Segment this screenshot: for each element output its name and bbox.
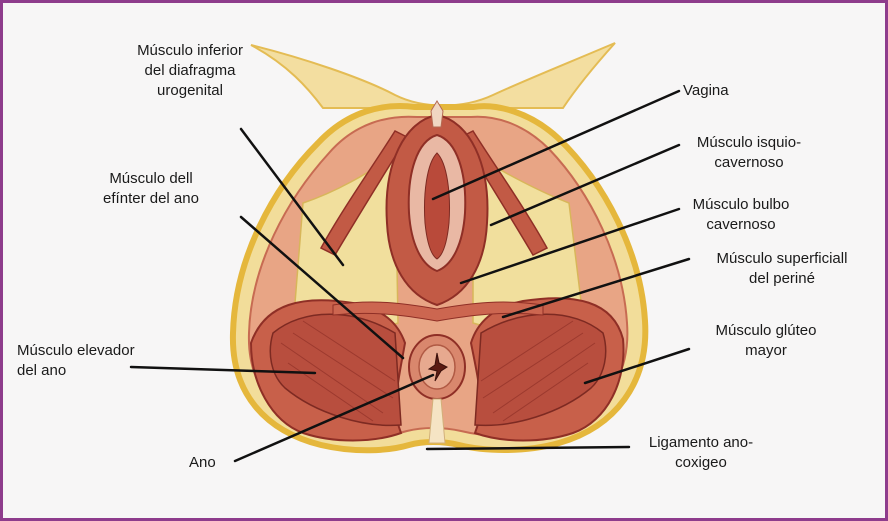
label-gluteo-mayor: Músculo glúteo mayor — [691, 321, 841, 361]
label-superficial-perine: Músculo superficiall del periné — [697, 249, 867, 289]
label-isquiocavernoso: Músculo isquio- cavernoso — [679, 133, 819, 173]
label-vagina: Vagina — [683, 81, 729, 101]
label-ligamento-anocoxigeo: Ligamento ano- coxigeo — [633, 433, 769, 473]
label-bulbocavernoso: Músculo bulbo cavernoso — [673, 195, 809, 235]
label-elevador-ano: Músculo elevador del ano — [17, 341, 135, 381]
label-diafragma-urogenital: Músculo inferior del diafragma urogenita… — [115, 41, 265, 101]
label-ano: Ano — [189, 453, 216, 473]
label-esfinter-ano: Músculo dell efínter del ano — [73, 169, 229, 209]
pubic-skin-fold — [251, 43, 615, 108]
